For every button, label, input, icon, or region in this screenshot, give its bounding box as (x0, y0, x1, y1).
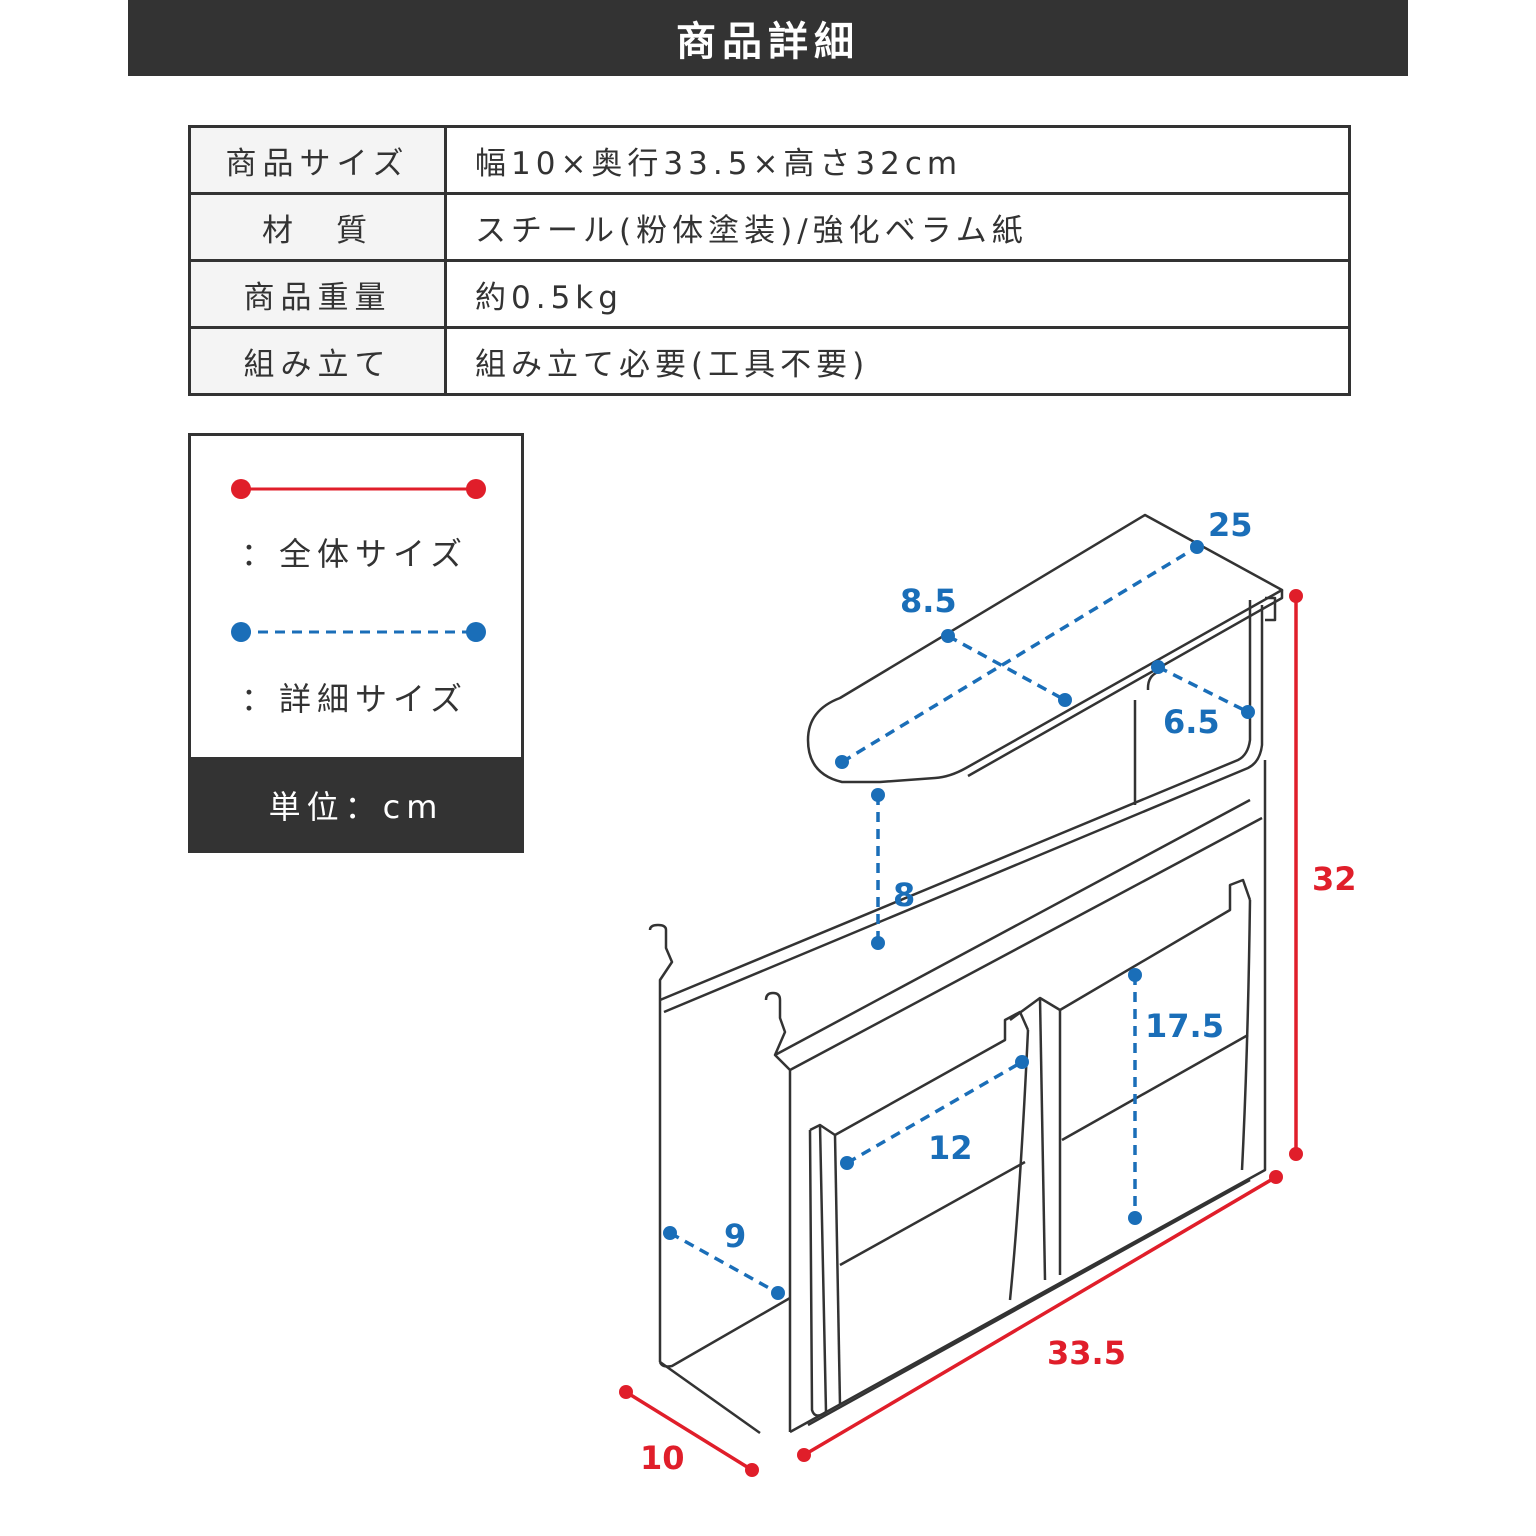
legend-swatches (231, 479, 486, 642)
spec-value: 幅10×奥行33.5×高さ32cm (444, 125, 1351, 195)
spec-label: 組み立て (188, 326, 447, 396)
table-row: 商品サイズ 幅10×奥行33.5×高さ32cm (188, 125, 1351, 195)
dim-height: 32 (1312, 860, 1357, 898)
spec-value: 約0.5kg (444, 259, 1351, 329)
table-row: 商品重量 約0.5kg (188, 259, 1351, 329)
rack-outline (648, 513, 1284, 1435)
detail-dimension-lines (669, 545, 1249, 1295)
dim-top-length: 25 (1208, 506, 1253, 544)
detail-dimension-points (663, 540, 1255, 1300)
section-title: 商品詳細 (676, 19, 860, 65)
table-row: 組み立て 組み立て必要(工具不要) (188, 326, 1351, 396)
unit-label: 単位：cm (188, 757, 524, 853)
table-row: 材 質 スチール(粉体塗装)/強化ベラム紙 (188, 192, 1351, 262)
dim-side-depth: 9 (724, 1217, 746, 1255)
overall-size-swatch (231, 479, 486, 499)
spec-table: 商品サイズ 幅10×奥行33.5×高さ32cm 材 質 スチール(粉体塗装)/強… (188, 125, 1351, 396)
dim-width: 10 (640, 1439, 685, 1477)
overall-size-label: ：全体サイズ (241, 535, 469, 573)
dim-pocket-height: 17.5 (1145, 1007, 1224, 1045)
section-header: 商品詳細 (128, 0, 1408, 76)
dim-length: 33.5 (1047, 1334, 1126, 1372)
dim-top-width: 8.5 (900, 582, 957, 620)
spec-value: スチール(粉体塗装)/強化ベラム紙 (444, 192, 1351, 262)
spec-label: 材 質 (188, 192, 447, 262)
spec-value: 組み立て必要(工具不要) (444, 326, 1351, 396)
overall-dimension-points (619, 589, 1303, 1477)
overall-dimension-lines (625, 596, 1298, 1472)
legend-box: ：全体サイズ ：詳細サイズ 単位：cm (188, 433, 524, 853)
detail-size-swatch (231, 622, 486, 642)
dim-inner-height: 8 (893, 876, 915, 914)
spec-label: 商品サイズ (188, 125, 447, 195)
spec-label: 商品重量 (188, 259, 447, 329)
dim-pocket-width: 12 (928, 1129, 973, 1167)
dim-top-side: 6.5 (1163, 703, 1220, 741)
detail-size-label: ：詳細サイズ (241, 680, 469, 718)
